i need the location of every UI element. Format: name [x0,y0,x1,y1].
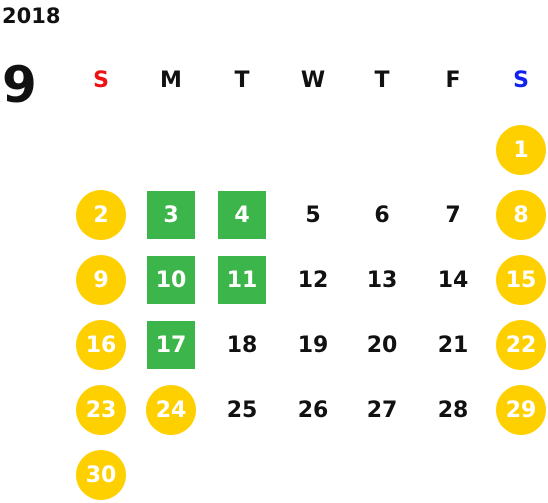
day-cell-17[interactable]: 17 [147,321,195,369]
day-cell-14[interactable]: 14 [437,267,469,293]
day-cell-13[interactable]: 13 [366,267,398,293]
day-cell-28[interactable]: 28 [437,397,469,423]
day-cell-19[interactable]: 19 [297,332,329,358]
day-cell-3[interactable]: 3 [147,191,195,239]
day-cell-10[interactable]: 10 [147,256,195,304]
day-cell-26[interactable]: 26 [297,397,329,423]
day-cell-24[interactable]: 24 [146,385,196,435]
day-cell-29[interactable]: 29 [496,385,546,435]
day-cell-1[interactable]: 1 [496,125,546,175]
day-cell-7[interactable]: 7 [445,202,461,228]
weekday-3: W [300,68,326,93]
day-cell-15[interactable]: 15 [496,255,546,305]
day-cell-27[interactable]: 27 [366,397,398,423]
weekday-5: F [445,68,461,93]
year-label: 2018 [2,4,61,28]
day-cell-30[interactable]: 30 [76,450,126,500]
day-cell-16[interactable]: 16 [76,320,126,370]
day-cell-18[interactable]: 18 [226,332,258,358]
day-cell-12[interactable]: 12 [297,267,329,293]
day-cell-9[interactable]: 9 [76,255,126,305]
day-cell-21[interactable]: 21 [437,332,469,358]
weekday-2: T [234,68,250,93]
month-number: 9 [2,56,37,114]
day-cell-25[interactable]: 25 [226,397,258,423]
day-cell-23[interactable]: 23 [76,385,126,435]
day-cell-22[interactable]: 22 [496,320,546,370]
day-cell-2[interactable]: 2 [76,190,126,240]
weekday-6: S [513,68,529,93]
day-cell-5[interactable]: 5 [305,202,321,228]
weekday-0: S [93,68,109,93]
weekday-4: T [374,68,390,93]
day-cell-8[interactable]: 8 [496,190,546,240]
day-cell-6[interactable]: 6 [374,202,390,228]
weekday-1: M [160,68,182,93]
day-cell-4[interactable]: 4 [218,191,266,239]
day-cell-11[interactable]: 11 [218,256,266,304]
day-cell-20[interactable]: 20 [366,332,398,358]
